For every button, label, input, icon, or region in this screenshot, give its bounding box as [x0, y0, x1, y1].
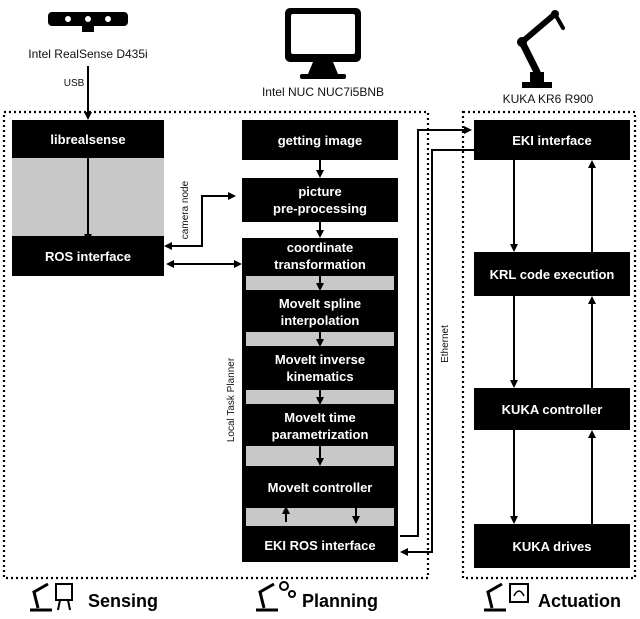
usb-label: USB	[64, 78, 85, 89]
ethernet-arrow-out	[400, 126, 472, 537]
camera-label: Intel RealSense D435i	[28, 47, 147, 61]
librealsense-block: librealsense	[50, 132, 125, 147]
eki-ros-interface-label: EKI ROS interface	[264, 538, 375, 553]
ethernet-label: Ethernet	[440, 325, 451, 363]
robot-arm-icon	[517, 10, 565, 88]
krl-block	[474, 252, 630, 296]
actuation-category-label: Actuation	[538, 591, 621, 611]
kuka-drives-block	[474, 524, 630, 568]
time-label-1: MoveIt time	[284, 410, 356, 425]
kuka-drives-label: KUKA drives	[513, 539, 592, 554]
planning-column: getting image picture pre-processing coo…	[242, 120, 398, 562]
camera-icon	[48, 12, 128, 32]
picture-label-1: picture	[298, 184, 341, 199]
krl-label: KRL code execution	[490, 267, 615, 282]
sensing-category-icon	[30, 582, 73, 612]
computer-icon	[285, 8, 361, 79]
coordinate-label-1: coordinate	[287, 240, 353, 255]
nuc-frame	[2, 110, 430, 580]
actuation-category-icon	[484, 582, 529, 612]
ik-label-1: MoveIt inverse	[275, 352, 365, 367]
sensing-category-label: Sensing	[88, 591, 158, 611]
spline-label-2: interpolation	[281, 313, 360, 328]
robot-label: KUKA KR6 R900	[503, 92, 594, 106]
time-label-2: parametrization	[272, 427, 369, 442]
kuka-controller-block	[474, 388, 630, 430]
nuc-label: Intel NUC NUC7i5BNB	[262, 85, 384, 99]
camera-node-arrow	[164, 192, 236, 250]
eki-interface-block	[474, 120, 630, 160]
eki-interface-label: EKI interface	[512, 133, 591, 148]
coordinate-label-2: transformation	[274, 257, 366, 272]
ethernet-arrow-in	[400, 149, 474, 556]
getting-image-block	[242, 120, 398, 160]
ik-label-2: kinematics	[286, 369, 353, 384]
planning-category-label: Planning	[302, 591, 378, 611]
ros-interface-block: ROS interface	[45, 249, 131, 264]
local-task-planner-label: Local Task Planner	[226, 357, 237, 442]
picture-label-2: pre-processing	[273, 201, 367, 216]
moveit-controller-label: MoveIt controller	[268, 480, 373, 495]
robot-frame	[461, 110, 637, 580]
picture-preprocessing-block	[242, 178, 398, 222]
spline-label-1: MoveIt spline	[279, 296, 361, 311]
sensing-column: librealsense ROS interface	[12, 120, 164, 276]
getting-image-label: getting image	[278, 133, 363, 148]
kuka-controller-label: KUKA controller	[502, 402, 603, 417]
actuation-column: EKI interface KRL code execution KUKA co…	[474, 120, 630, 568]
planning-category-icon	[256, 581, 296, 612]
camera-node-label: camera node	[180, 180, 191, 239]
